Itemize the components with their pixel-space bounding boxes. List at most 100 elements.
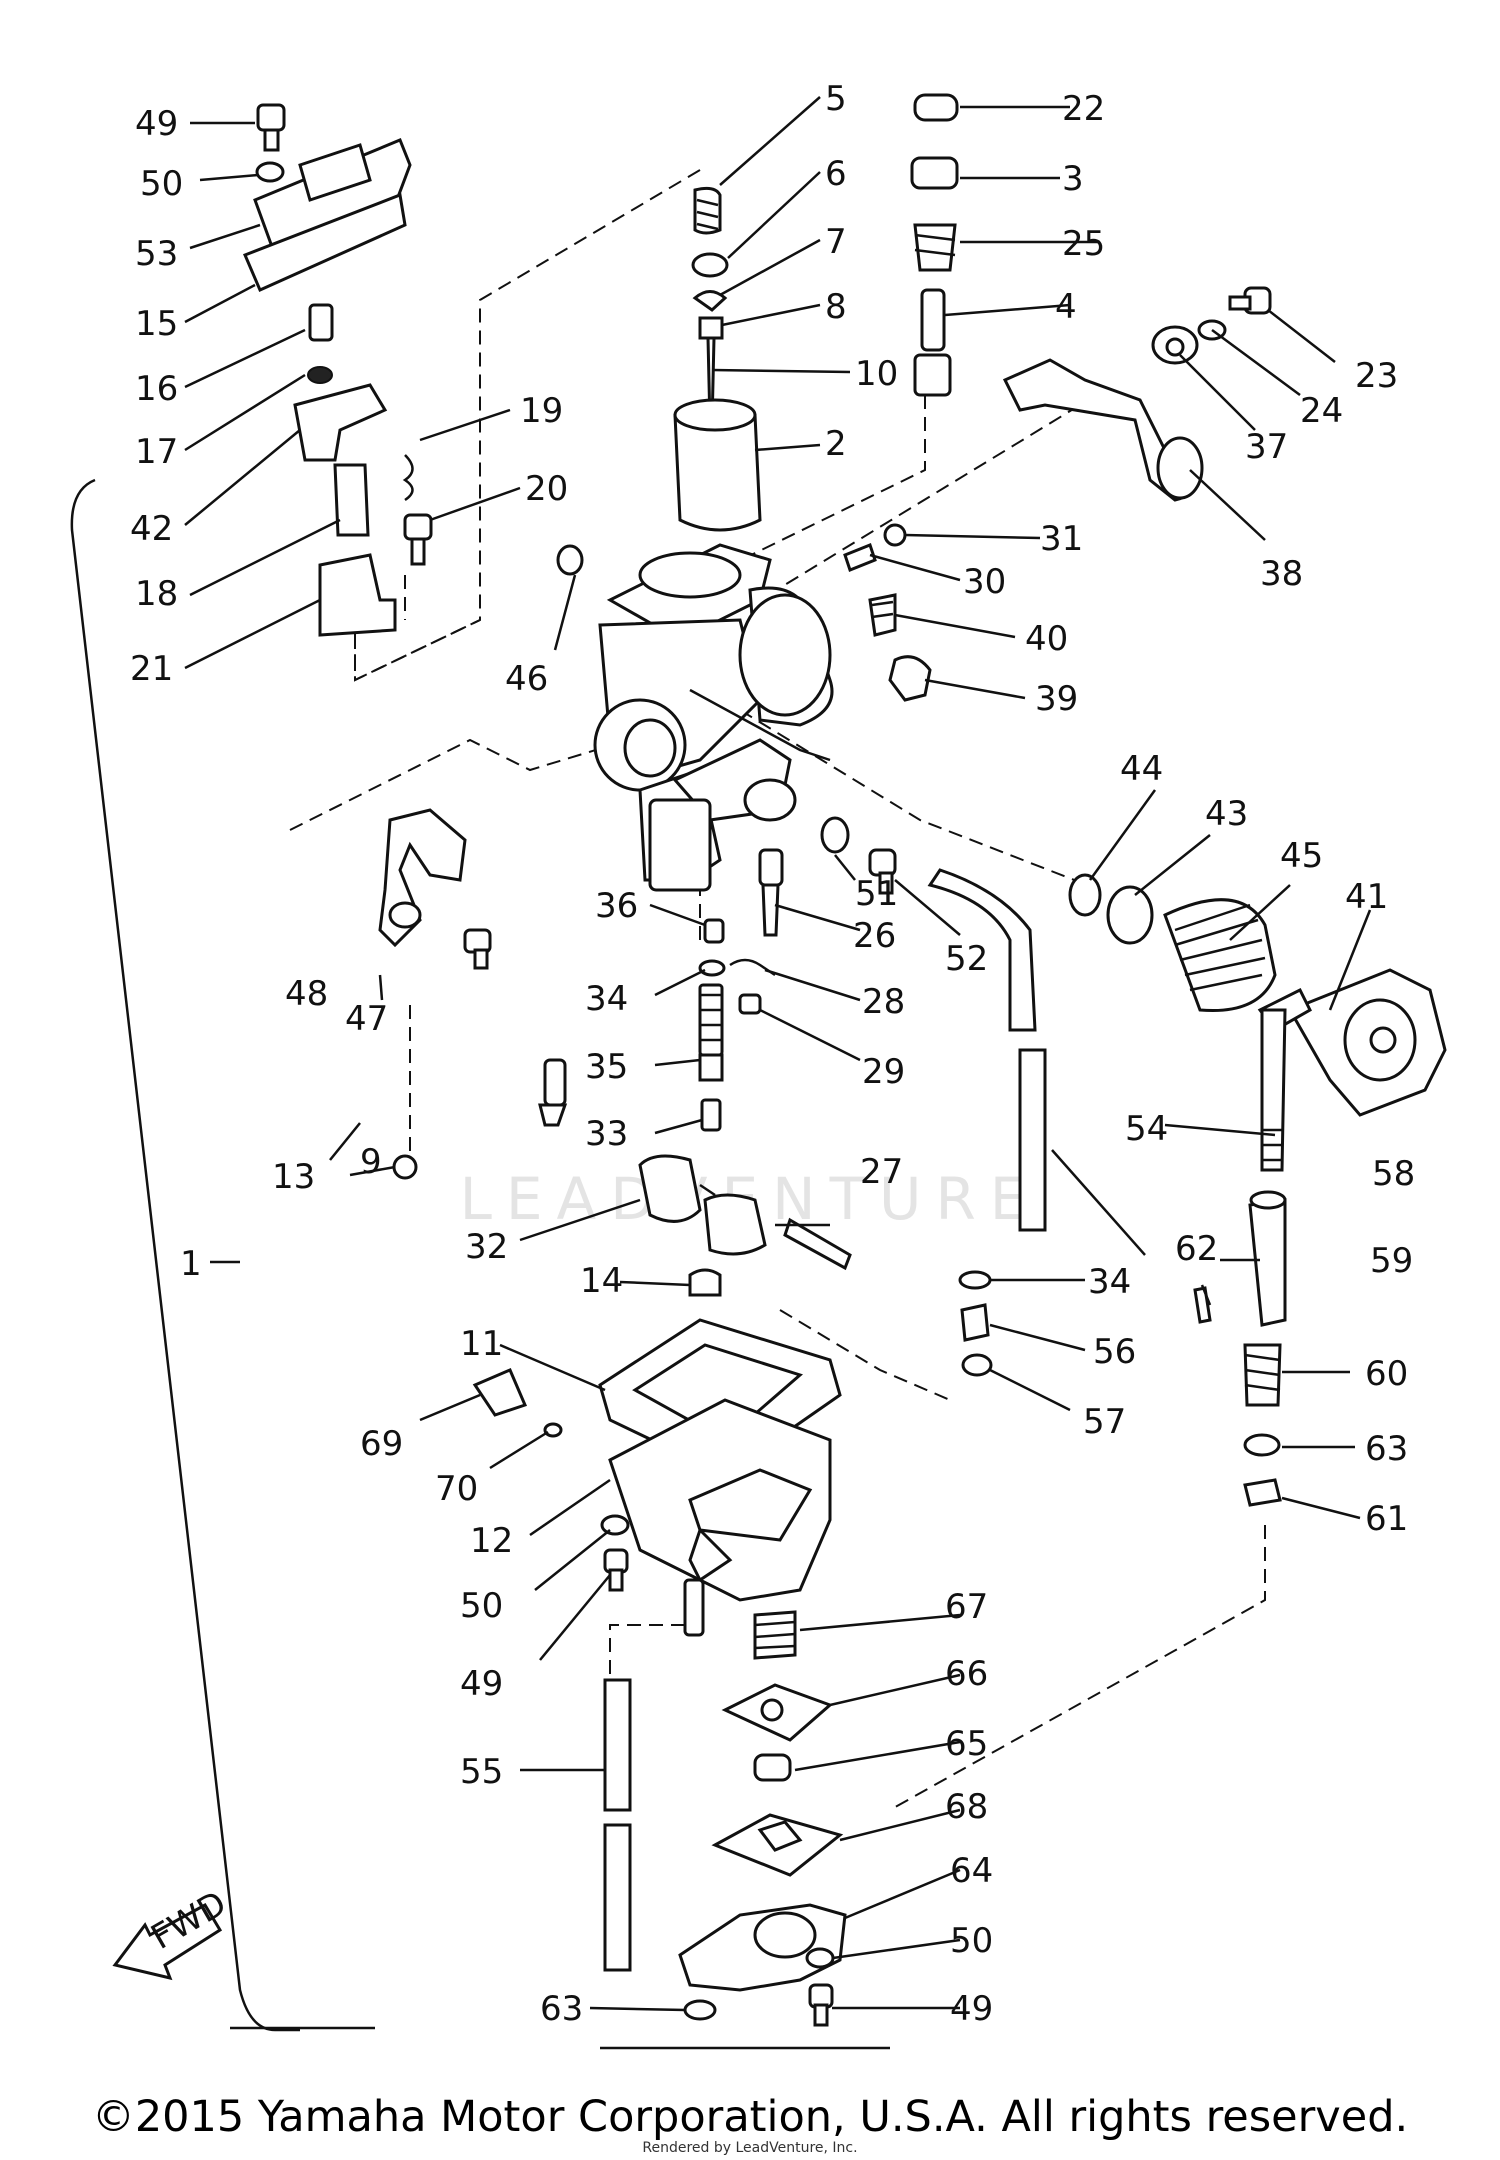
callout-20: 20 [525, 469, 568, 509]
bracket-48-group [378, 808, 492, 970]
callout-48: 48 [285, 974, 328, 1014]
callouts: 1 2 3 4 5 6 7 8 9 10 11 12 13 14 15 16 1… [130, 79, 1415, 2029]
callout-66: 66 [945, 1654, 988, 1694]
callout-69: 69 [360, 1424, 403, 1464]
linkage-group [293, 303, 481, 682]
idle-screw-group [843, 523, 932, 702]
callout-42: 42 [130, 509, 173, 549]
callout-13: 13 [272, 1157, 315, 1197]
callout-67: 67 [945, 1587, 988, 1627]
callout-65: 65 [945, 1724, 988, 1764]
callout-28: 28 [862, 982, 905, 1022]
callout-39: 39 [1035, 679, 1078, 719]
callout-30: 30 [963, 562, 1006, 602]
screw-49-top [256, 103, 286, 132]
valve-group [673, 186, 762, 532]
callout-37: 37 [1245, 427, 1288, 467]
fwd-arrow: FWD [112, 1883, 233, 1981]
callout-16: 16 [135, 369, 178, 409]
callout-52: 52 [945, 939, 988, 979]
float-bowl-group [472, 1318, 842, 1637]
callout-53: 53 [135, 234, 178, 274]
callout-31: 31 [1040, 519, 1083, 559]
callout-26: 26 [853, 916, 896, 956]
callout-70: 70 [435, 1469, 478, 1509]
accelerator-pump-group [678, 1610, 847, 2027]
callout-62: 62 [1175, 1229, 1218, 1269]
callout-27: 27 [860, 1152, 903, 1192]
float-group [638, 1154, 852, 1297]
callout-33: 33 [585, 1114, 628, 1154]
callout-34a: 34 [585, 979, 628, 1019]
callout-63b: 63 [540, 1989, 583, 2029]
leader-lines [184, 96, 1372, 2012]
callout-10: 10 [855, 354, 898, 394]
callout-63a: 63 [1365, 1429, 1408, 1469]
callout-49b: 49 [460, 1664, 503, 1704]
callout-18: 18 [135, 574, 178, 614]
callout-64: 64 [950, 1851, 993, 1891]
starter-group [910, 93, 959, 397]
callout-41: 41 [1345, 877, 1388, 917]
callout-24: 24 [1300, 391, 1343, 431]
callout-25: 25 [1062, 224, 1105, 264]
callout-43: 43 [1205, 794, 1248, 834]
callout-11: 11 [460, 1324, 503, 1364]
jets-group [392, 816, 897, 1180]
callout-50a: 50 [140, 164, 183, 204]
callout-49c: 49 [950, 1989, 993, 2029]
hoses [603, 868, 1047, 1972]
washer-50-top [255, 161, 285, 183]
callout-44: 44 [1120, 749, 1163, 789]
callout-61: 61 [1365, 1499, 1408, 1539]
callout-3: 3 [1062, 159, 1084, 199]
callout-12: 12 [470, 1521, 513, 1561]
callout-4: 4 [1055, 287, 1077, 327]
callout-9: 9 [360, 1142, 382, 1182]
callout-17: 17 [135, 432, 178, 472]
callout-21: 21 [130, 649, 173, 689]
small-washers-right [958, 1270, 993, 1377]
callout-59: 59 [1370, 1241, 1413, 1281]
callout-45: 45 [1280, 836, 1323, 876]
callout-58: 58 [1372, 1154, 1415, 1194]
callout-29: 29 [862, 1052, 905, 1092]
bracket-38-group [1002, 286, 1272, 502]
callout-6: 6 [825, 154, 847, 194]
rendered-by-notice: Rendered by LeadVenture, Inc. [642, 2140, 858, 2156]
callout-14: 14 [580, 1261, 623, 1301]
callout-68: 68 [945, 1787, 988, 1827]
callout-19: 19 [520, 391, 563, 431]
callout-5: 5 [825, 79, 847, 119]
callout-1: 1 [180, 1244, 202, 1284]
callout-23: 23 [1355, 356, 1398, 396]
callout-47: 47 [345, 999, 388, 1039]
carburetor-body [556, 543, 834, 892]
callout-8: 8 [825, 287, 847, 327]
top-cover-group [243, 103, 412, 292]
callout-49a: 49 [135, 104, 178, 144]
callout-50c: 50 [950, 1921, 993, 1961]
copyright-notice: ©2015 Yamaha Motor Corporation, U.S.A. A… [91, 2092, 1409, 2142]
callout-40: 40 [1025, 619, 1068, 659]
callout-7: 7 [825, 222, 847, 262]
callout-50b: 50 [460, 1586, 503, 1626]
callout-35: 35 [585, 1047, 628, 1087]
callout-54: 54 [1125, 1109, 1168, 1149]
callout-34b: 34 [1088, 1262, 1131, 1302]
callout-56: 56 [1093, 1332, 1136, 1372]
callout-51: 51 [855, 874, 898, 914]
callout-57: 57 [1083, 1402, 1126, 1442]
callout-60: 60 [1365, 1354, 1408, 1394]
callout-2: 2 [825, 424, 847, 464]
callout-55: 55 [460, 1752, 503, 1792]
callout-22: 22 [1062, 89, 1105, 129]
callout-15: 15 [135, 304, 178, 344]
gasket-15 [243, 192, 407, 292]
throttle-pulley-group [1068, 873, 1447, 1507]
callout-36: 36 [595, 886, 638, 926]
callout-32: 32 [465, 1227, 508, 1267]
callout-38: 38 [1260, 554, 1303, 594]
callout-46: 46 [505, 659, 548, 699]
